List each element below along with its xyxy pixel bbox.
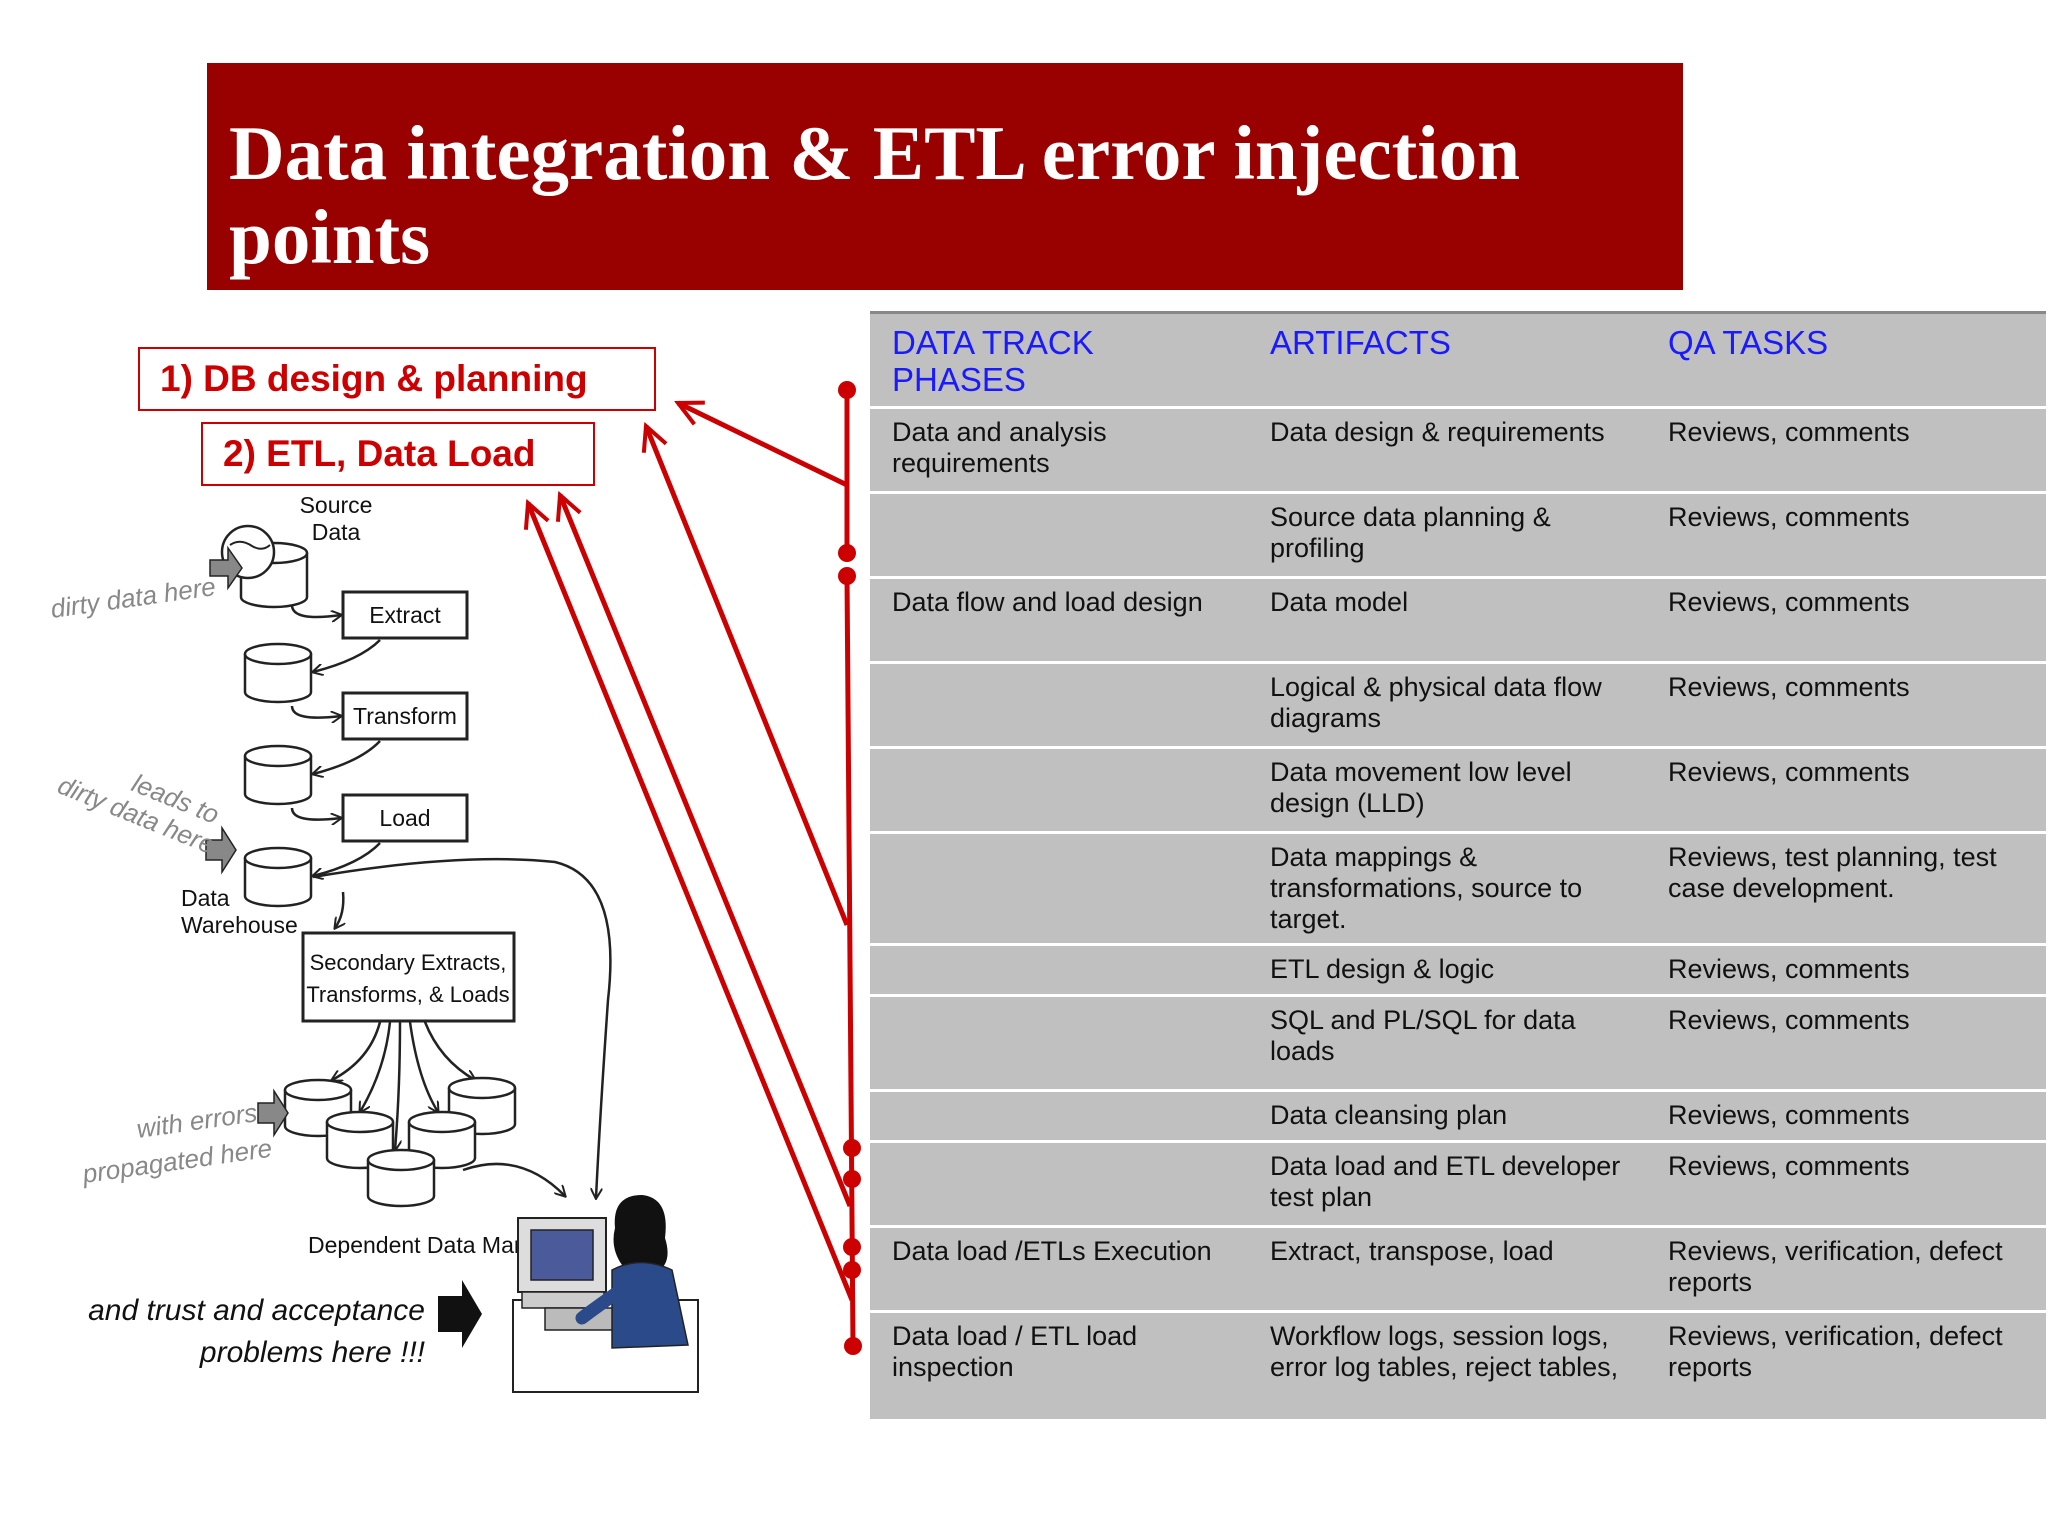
phase-cell [870,1141,1248,1228]
db-design-label: 1) DB design & planning [138,347,656,411]
artifact-cell: Data design & requirements [1248,407,1646,494]
phase-cell [870,832,1248,946]
source-data-label: Source [300,492,373,518]
data-warehouse-label-2: Warehouse [181,912,298,938]
qa-task-cell: Reviews, comments [1646,662,2046,749]
qa-task-cell: Reviews, comments [1646,577,2046,664]
trust-problems-annotation-2: problems here !!! [199,1336,426,1369]
qa-task-cell: Reviews, comments [1646,1141,2046,1228]
table-row: Source data planning & profiling Reviews… [870,492,2046,579]
table-row: Data movement low level design (LLD) Rev… [870,747,2046,834]
table-header-row: DATA TRACK PHASES ARTIFACTS QA TASKS [870,311,2046,409]
secondary-etl-label: Secondary Extracts, [310,950,507,975]
table-row: Data load and ETL developer test plan Re… [870,1141,2046,1228]
load-label: Load [379,805,430,831]
phase-cell: Data load /ETLs Execution [870,1226,1248,1313]
phase-cell [870,492,1248,579]
qa-task-cell: Reviews, comments [1646,747,2046,834]
qa-tasks-table: DATA TRACK PHASES ARTIFACTS QA TASKS Dat… [870,311,2046,1422]
phase-bracket [528,381,862,1355]
phase-cell [870,1090,1248,1143]
phase-cell: Data flow and load design [870,577,1248,664]
phase-cell [870,662,1248,749]
table-row: Logical & physical data flow diagrams Re… [870,662,2046,749]
header-artifacts: ARTIFACTS [1248,311,1646,409]
data-mart-icon-5 [366,1148,436,1208]
computer-user-icon [512,1195,699,1393]
artifact-cell: Data mappings & transformations, source … [1248,832,1646,946]
dirty-data-arrow-icon [209,545,243,591]
artifact-cell: SQL and PL/SQL for data loads [1248,995,1646,1092]
qa-task-cell: Reviews, verification, defect reports [1646,1311,2046,1422]
artifact-cell: Logical & physical data flow diagrams [1248,662,1646,749]
qa-task-cell: Reviews, comments [1646,1090,2046,1143]
load-box [341,793,469,843]
staging-db-icon-2 [243,744,313,806]
phase-cell [870,995,1248,1092]
artifact-cell: Data load and ETL developer test plan [1248,1141,1646,1228]
transform-label: Transform [353,703,457,729]
qa-task-cell: Reviews, verification, defect reports [1646,1226,2046,1313]
phase-cell: Data load / ETL load inspection [870,1311,1248,1422]
errors-arrow-icon [257,1088,289,1138]
table-row: ETL design & logic Reviews, comments [870,944,2046,997]
secondary-etl-label-2: Transforms, & Loads [306,982,509,1007]
table-row: Data flow and load design Data model Rev… [870,577,2046,664]
artifact-cell: Source data planning & profiling [1248,492,1646,579]
table-row: Data load /ETLs Execution Extract, trans… [870,1226,2046,1313]
secondary-etl-box [301,931,516,1023]
extract-box [341,590,469,640]
page-title: Data integration & ETL error injection p… [229,110,1521,280]
qa-task-cell: Reviews, test planning, test case develo… [1646,832,2046,946]
qa-task-cell: Reviews, comments [1646,492,2046,579]
artifact-cell: ETL design & logic [1248,944,1646,997]
artifact-cell: Data cleansing plan [1248,1090,1646,1143]
artifact-cell: Extract, transpose, load [1248,1226,1646,1313]
table-row: Data and analysis requirements Data desi… [870,407,2046,494]
phase-cell [870,944,1248,997]
qa-task-cell: Reviews, comments [1646,407,2046,494]
qa-task-cell: Reviews, comments [1646,995,2046,1092]
table-row: Data mappings & transformations, source … [870,832,2046,946]
source-data-label-2: Data [312,519,361,545]
dirty-data-annotation: dirty data here [49,571,218,624]
artifact-cell: Workflow logs, session logs, error log t… [1248,1311,1646,1422]
extract-label: Extract [369,602,441,628]
data-warehouse-label: Data [181,885,230,911]
header-phases: DATA TRACK PHASES [870,311,1248,409]
table-row: SQL and PL/SQL for data loads Reviews, c… [870,995,2046,1092]
artifact-cell: Data model [1248,577,1646,664]
trust-problems-annotation: and trust and acceptance [88,1294,425,1327]
trust-problems-arrow-icon [438,1280,482,1348]
table-row: Data load / ETL load inspection Workflow… [870,1311,2046,1422]
title-banner: Data integration & ETL error injection p… [207,63,1683,290]
dependent-marts-label: Dependent Data Marts [308,1232,539,1258]
table-row: Data cleansing plan Reviews, comments [870,1090,2046,1143]
qa-task-cell: Reviews, comments [1646,944,2046,997]
leads-to-arrow-icon [205,825,237,875]
staging-db-icon-1 [243,642,313,704]
transform-box [341,691,469,741]
data-warehouse-icon [243,846,313,908]
phase-cell: Data and analysis requirements [870,407,1248,494]
etl-load-label: 2) ETL, Data Load [201,422,595,486]
artifact-cell: Data movement low level design (LLD) [1248,747,1646,834]
header-qa-tasks: QA TASKS [1646,311,2046,409]
propagated-annotation: propagated here [80,1133,274,1189]
phase-cell [870,747,1248,834]
